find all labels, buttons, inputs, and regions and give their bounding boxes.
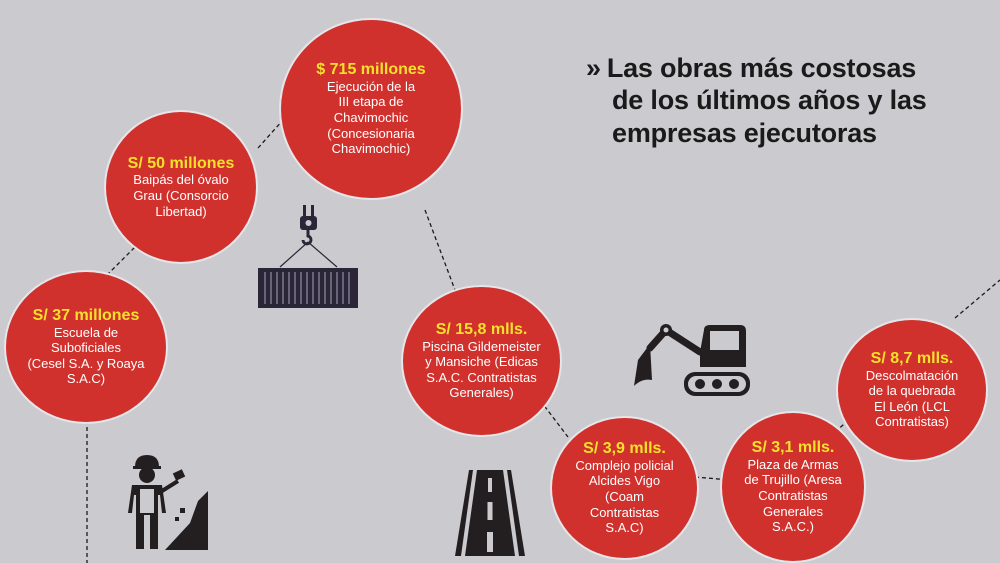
work-bubble-plaza-de-armas: S/ 3,1 mlls. Plaza de Armas de Trujillo … xyxy=(722,413,864,561)
work-amount: S/ 8,7 mlls. xyxy=(870,350,954,368)
work-description: Escuela de Suboficiales (Cesel S.A. y Ro… xyxy=(27,324,145,387)
title-line-3: empresas ejecutoras xyxy=(612,117,877,148)
title-line-2: de los últimos años y las xyxy=(612,85,927,116)
work-amount: $ 715 millones xyxy=(316,61,426,79)
infographic-title: »Las obras más costosas de los últimos a… xyxy=(586,52,927,149)
work-description: Baipás del óvalo Grau (Consorcio Liberta… xyxy=(133,172,229,219)
work-bubble-piscina-gildemeister: S/ 15,8 mlls. Piscina Gildemeister y Man… xyxy=(403,287,560,435)
construction-worker-icon xyxy=(128,455,208,550)
work-amount: S/ 37 millones xyxy=(32,307,140,325)
work-bubble-chavimochic: $ 715 millones Ejecución de la III etapa… xyxy=(281,20,461,198)
work-description: Complejo policial Alcides Vigo (Coam Con… xyxy=(575,457,674,536)
excavator-icon xyxy=(634,324,750,396)
work-bubble-quebrada-el-leon: S/ 8,7 mlls. Descolmatación de la quebra… xyxy=(838,320,986,460)
chevron-icon: » xyxy=(586,53,601,83)
work-bubble-complejo-policial: S/ 3,9 mlls. Complejo policial Alcides V… xyxy=(552,418,697,558)
work-amount: S/ 50 millones xyxy=(127,154,235,172)
work-bubble-baipas-ovalo-grau: S/ 50 millones Baipás del óvalo Grau (Co… xyxy=(106,112,256,262)
title-line-1: Las obras más costosas xyxy=(606,53,917,83)
work-description: Plaza de Armas de Trujillo (Aresa Contra… xyxy=(744,456,842,535)
work-description: Piscina Gildemeister y Mansiche (Edicas … xyxy=(422,338,541,401)
road-icon xyxy=(455,470,525,556)
work-description: Descolmatación de la quebrada El León (L… xyxy=(865,367,959,430)
crane-container-icon xyxy=(258,205,358,308)
work-amount: S/ 3,9 mlls. xyxy=(583,440,666,458)
work-amount: S/ 15,8 mlls. xyxy=(435,321,528,339)
work-amount: S/ 3,1 mlls. xyxy=(751,439,835,457)
work-description: Ejecución de la III etapa de Chavimochic… xyxy=(326,78,416,157)
work-bubble-escuela-suboficiales: S/ 37 millones Escuela de Suboficiales (… xyxy=(6,272,166,422)
